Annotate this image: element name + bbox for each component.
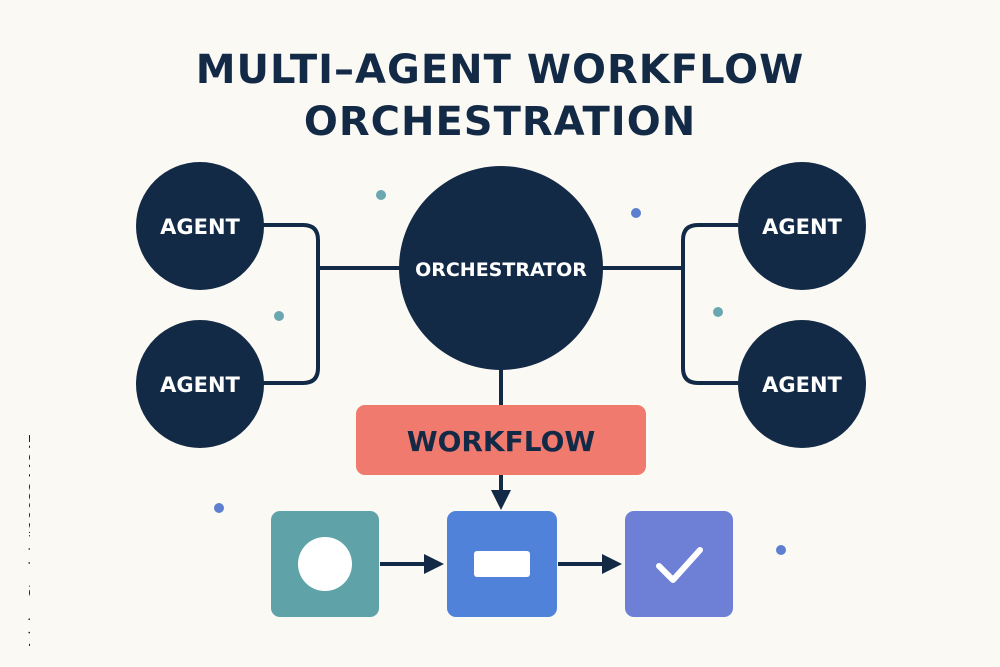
decor-dot bbox=[631, 208, 641, 218]
stock-id-text: Adobe Stock | #1902244847 bbox=[26, 433, 30, 650]
connector-agent-bottom-right bbox=[681, 268, 738, 385]
step-process bbox=[447, 511, 557, 617]
orchestrator-node: ORCHESTRATOR bbox=[399, 166, 603, 370]
right-connectors bbox=[597, 223, 738, 385]
agent-node-top-left: AGENT bbox=[136, 162, 264, 290]
step-complete bbox=[625, 511, 733, 617]
agent-node-top-right: AGENT bbox=[738, 162, 866, 290]
connector-agent-top-left bbox=[262, 223, 405, 270]
agent-node-bottom-right: AGENT bbox=[738, 320, 866, 448]
agent-label: AGENT bbox=[762, 373, 842, 397]
workflow-box: WORKFLOW bbox=[356, 405, 646, 475]
rectangle-icon bbox=[474, 551, 530, 577]
stock-id-watermark: Adobe Stock | #1902244847 bbox=[6, 420, 30, 650]
decor-dot bbox=[274, 311, 284, 321]
left-connectors bbox=[262, 223, 405, 385]
decor-dot bbox=[776, 545, 786, 555]
connector-agent-top-right bbox=[597, 223, 738, 270]
decorative-dots bbox=[214, 190, 786, 555]
title-line-1: MULTI–AGENT WORKFLOW bbox=[195, 47, 805, 93]
workflow-label: WORKFLOW bbox=[407, 425, 596, 458]
orchestrator-label: ORCHESTRATOR bbox=[415, 259, 587, 281]
agent-node-bottom-left: AGENT bbox=[136, 320, 264, 448]
decor-dot bbox=[214, 503, 224, 513]
agent-label: AGENT bbox=[160, 373, 240, 397]
title-line-2: ORCHESTRATION bbox=[303, 99, 697, 145]
decor-dot bbox=[713, 307, 723, 317]
checkmark-icon bbox=[656, 547, 703, 583]
connector-agent-bottom-left bbox=[262, 268, 320, 385]
decor-dot bbox=[376, 190, 386, 200]
step-start bbox=[271, 511, 379, 617]
agent-label: AGENT bbox=[160, 215, 240, 239]
circle-icon bbox=[298, 537, 352, 591]
agent-label: AGENT bbox=[762, 215, 842, 239]
